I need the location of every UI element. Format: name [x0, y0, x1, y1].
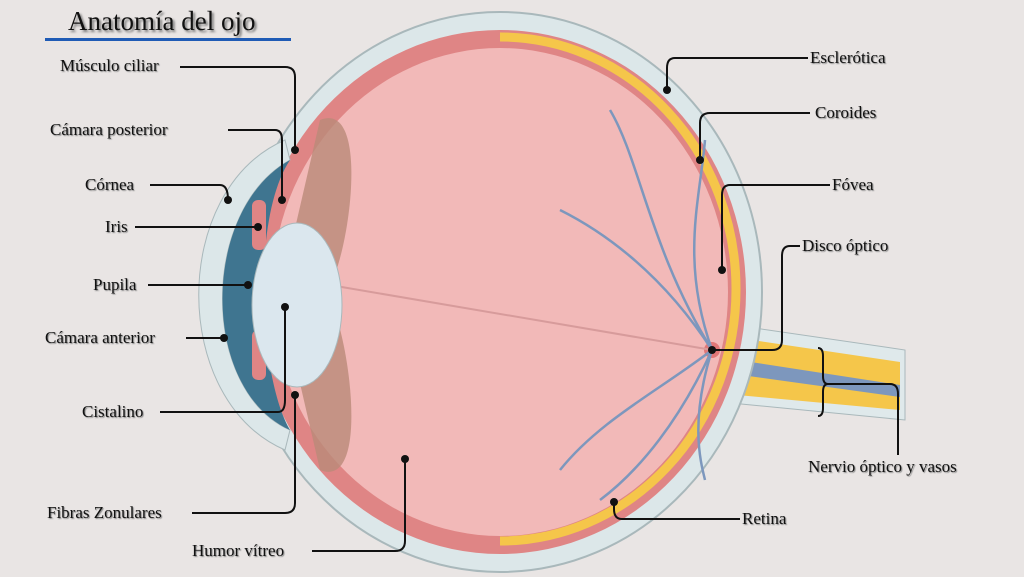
label-iris: Iris: [105, 217, 128, 236]
label-cristalino: Cistalino: [82, 402, 144, 421]
retina-band: [499, 32, 741, 546]
label-disco-optico: Disco óptico: [802, 236, 889, 255]
label-fibras-zonulares: Fibras Zonulares: [47, 503, 162, 522]
label-esclerotica: Esclerótica: [810, 48, 886, 67]
label-cornea: Córnea: [85, 175, 135, 194]
page-title: Anatomía del ojo: [68, 6, 256, 36]
marker-dots: [220, 86, 726, 506]
lens: [251, 222, 343, 388]
label-nervio-optico: Nervio óptico y vasos: [808, 457, 957, 476]
label-humor-vitreo: Humor vítreo: [192, 541, 285, 560]
vitreous-humor: [272, 48, 728, 536]
label-musculo-ciliar: Músculo ciliar: [60, 56, 159, 75]
label-retina: Retina: [742, 509, 787, 528]
title-underline: [45, 38, 291, 41]
label-pupila: Pupila: [93, 275, 137, 294]
label-camara-anterior: Cámara anterior: [45, 328, 155, 347]
label-fovea: Fóvea: [832, 175, 874, 194]
leader-lines: [135, 57, 899, 552]
label-camara-posterior: Cámara posterior: [50, 120, 168, 139]
label-coroides: Coroides: [815, 103, 877, 122]
